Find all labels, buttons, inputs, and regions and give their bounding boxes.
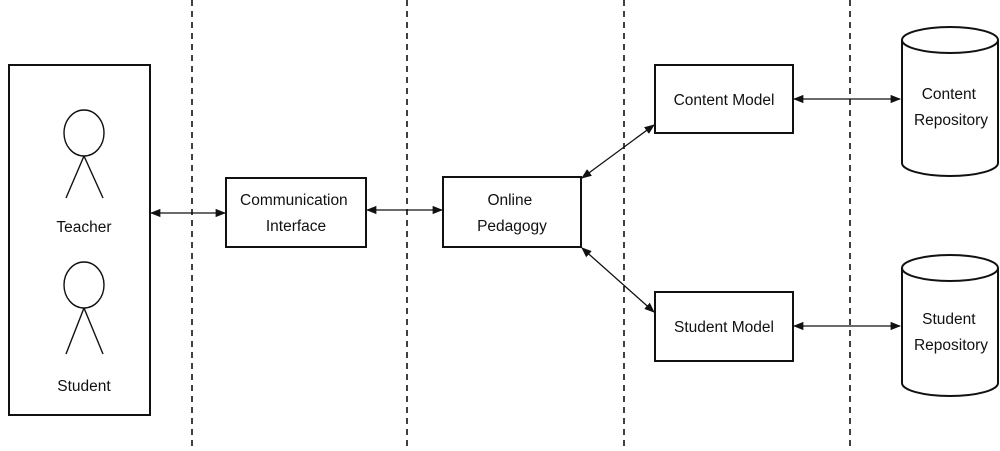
communication-interface-line-1: Communication: [240, 192, 348, 209]
student-model-box: Student Model: [654, 291, 794, 362]
student-repository-line-1: Student: [922, 311, 976, 328]
student-repository-cylinder: Student Repository: [901, 254, 999, 397]
student-actor-icon: [63, 261, 105, 355]
arrow-online-pedagogy-to-student-model: [581, 247, 655, 313]
layer-dividers: [191, 0, 851, 451]
content-model-label: Content Model: [674, 92, 775, 109]
online-pedagogy-line-2: Pedagogy: [477, 218, 547, 235]
communication-interface-line-2: Interface: [266, 218, 326, 235]
student-label: Student: [57, 378, 111, 395]
teacher-actor-icon: [63, 109, 105, 199]
communication-interface-box: Communication Interface: [225, 177, 367, 248]
online-pedagogy-label: Online Pedagogy: [477, 192, 547, 235]
content-repository-line-2: Repository: [914, 112, 988, 129]
content-repository-cylinder: Content Repository: [901, 26, 999, 177]
teacher-label: Teacher: [56, 219, 111, 236]
users-box: Teacher Student: [8, 64, 151, 416]
online-pedagogy-box: Online Pedagogy: [442, 176, 582, 248]
student-repository-line-2: Repository: [914, 337, 988, 354]
arrow-online-pedagogy-to-content-model: [581, 124, 655, 179]
online-pedagogy-line-1: Online: [487, 192, 532, 209]
content-repository-label: Content Repository: [914, 86, 988, 129]
communication-interface-label: Communication Interface: [240, 192, 352, 235]
connectors: [149, 94, 902, 331]
content-repository-line-1: Content: [922, 86, 977, 103]
student-repository-label: Student Repository: [914, 311, 988, 354]
student-model-label: Student Model: [674, 319, 774, 336]
content-model-box: Content Model: [654, 64, 794, 134]
